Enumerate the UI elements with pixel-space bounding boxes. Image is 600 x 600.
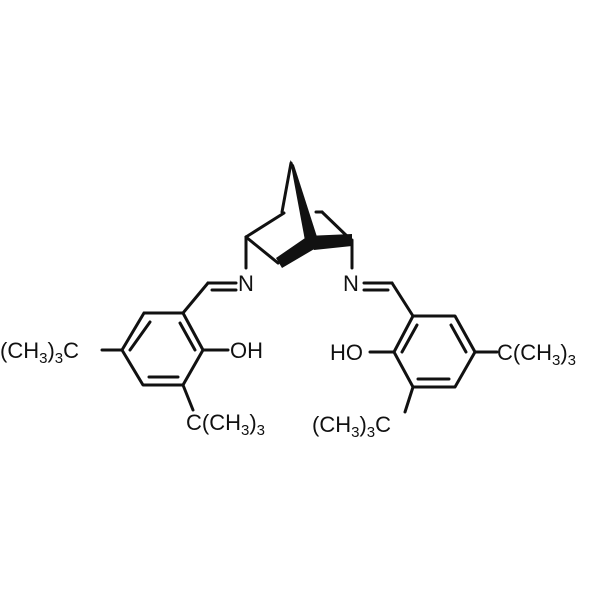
- bonds: [100, 160, 499, 414]
- left-benzene-ring: [100, 311, 230, 412]
- oh-left-label: OH: [230, 338, 263, 363]
- left-imine: [181, 281, 238, 315]
- n-left-label: N: [238, 271, 254, 296]
- atom-labels: N N OH HO (CH3)3C C(CH3)3 C(CH3)3 (CH3)3…: [0, 271, 576, 441]
- right-imine: [362, 281, 415, 318]
- tbu-left-para-label: (CH3)3C: [0, 338, 79, 367]
- n-right-label: N: [343, 271, 359, 296]
- tbu-right-ortho-label: (CH3)3C: [312, 412, 391, 441]
- oh-right-label: HO: [330, 340, 363, 365]
- tbu-right-para-label: C(CH3)3: [497, 340, 576, 369]
- bold-bonds: [276, 160, 352, 268]
- right-benzene-ring: [368, 314, 499, 414]
- tbu-left-ortho-label: C(CH3)3: [186, 410, 265, 439]
